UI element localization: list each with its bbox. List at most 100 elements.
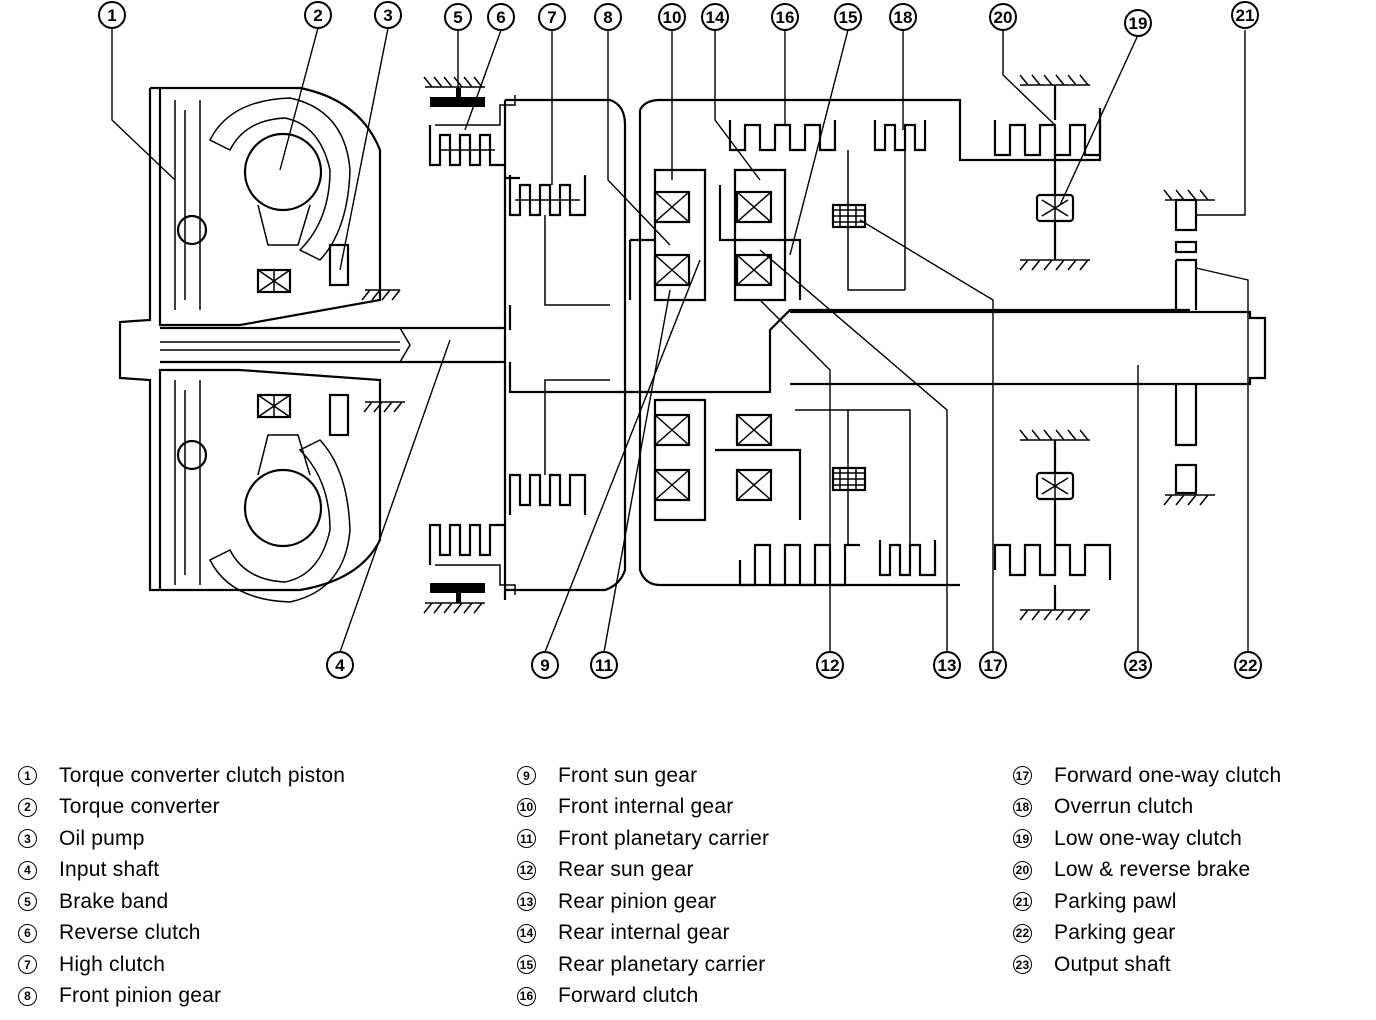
legend-number: 15 (517, 955, 536, 975)
legend-number: 11 (517, 829, 536, 849)
callout-number: 15 (839, 8, 858, 27)
callout-number: 19 (1129, 14, 1148, 33)
legend-label: Overrun clutch (1054, 795, 1194, 819)
callout-6: 6 (487, 3, 515, 31)
legend-label: High clutch (59, 952, 166, 976)
callout-22: 22 (1234, 651, 1262, 679)
legend-item: 14 Rear internal gear (517, 918, 769, 950)
callout-14: 14 (701, 3, 729, 31)
callout-number: 8 (603, 8, 612, 27)
legend-item: 21 Parking pawl (1013, 886, 1281, 918)
input-shaft (160, 100, 507, 600)
legend-label: Parking pawl (1054, 889, 1177, 913)
legend-label: Rear sun gear (558, 858, 694, 882)
callout-12: 12 (816, 651, 844, 679)
torque-converter (118, 86, 405, 603)
callout-number: 5 (453, 8, 462, 27)
high-clutch (508, 175, 610, 515)
callout-21: 21 (1231, 1, 1259, 29)
legend-label: Rear internal gear (558, 921, 730, 945)
legend-number: 7 (18, 955, 37, 975)
callout-number: 10 (663, 8, 682, 27)
callout-number: 2 (313, 6, 322, 25)
callout-number: 13 (938, 656, 957, 675)
legend-label: Low & reverse brake (1054, 858, 1251, 882)
callout-13: 13 (933, 651, 961, 679)
legend-column-1: 1 Torque converter clutch piston 2 Torque c… (18, 760, 345, 1012)
callout-number: 7 (547, 8, 556, 27)
legend-number: 18 (1013, 797, 1032, 817)
legend-label: Front planetary carrier (558, 826, 770, 850)
legend-item: 7 High clutch (18, 949, 345, 981)
legend-label: Rear pinion gear (558, 889, 717, 913)
callout-7: 7 (538, 3, 566, 31)
legend-number: 16 (517, 986, 536, 1006)
legend-number: 14 (517, 923, 536, 943)
legend-number: 12 (517, 860, 536, 880)
leader-lines (111, 27, 1249, 653)
legend-label: Reverse clutch (59, 921, 201, 945)
legend-item: 11 Front planetary carrier (517, 823, 769, 855)
callout-5: 5 (444, 3, 472, 31)
legend-item: 18 Overrun clutch (1013, 792, 1281, 824)
low-one-way-clutch (1019, 155, 1090, 545)
legend-number: 9 (517, 766, 536, 786)
callout-number: 16 (776, 8, 795, 27)
legend-number: 23 (1013, 955, 1032, 975)
callout-23: 23 (1124, 651, 1152, 679)
legend-number: 6 (18, 923, 37, 943)
front-planetary-set (628, 168, 707, 522)
callout-number: 12 (821, 656, 840, 675)
callout-number: 9 (540, 656, 549, 675)
legend-label: Front sun gear (558, 763, 698, 787)
legend-item: 9 Front sun gear (517, 760, 769, 792)
callout-15: 15 (834, 3, 862, 31)
callout-2: 2 (304, 1, 332, 29)
legend-number: 1 (18, 766, 37, 786)
legend-number: 8 (18, 986, 37, 1006)
legend-item: 15 Rear planetary carrier (517, 949, 769, 981)
callout-number: 23 (1129, 656, 1148, 675)
legend-number: 21 (1013, 892, 1032, 912)
brake-band (423, 76, 485, 614)
legend-label: Front internal gear (558, 795, 734, 819)
parking-gear (1163, 258, 1215, 506)
legend-label: Brake band (59, 889, 169, 913)
callout-11: 11 (590, 651, 618, 679)
legend-number: 5 (18, 892, 37, 912)
legend-number: 2 (18, 797, 37, 817)
callout-17: 17 (979, 651, 1007, 679)
callout-number: 1 (107, 6, 116, 25)
legend-label: Rear planetary carrier (558, 952, 766, 976)
legend-label: Output shaft (1054, 952, 1171, 976)
parking-pawl (1163, 189, 1215, 254)
legend-label: Torque converter (59, 795, 220, 819)
callout-number: 17 (984, 656, 1003, 675)
reverse-clutch (428, 95, 516, 595)
legend-label: Oil pump (59, 826, 145, 850)
overrun-clutch (795, 120, 937, 577)
legend-label: Front pinion gear (59, 984, 222, 1008)
callout-9: 9 (531, 651, 559, 679)
callout-10: 10 (658, 3, 686, 31)
legend-label: Torque converter clutch piston (59, 763, 346, 787)
callout-number: 3 (383, 6, 392, 25)
callout-number: 6 (496, 8, 505, 27)
callout-4: 4 (326, 651, 354, 679)
forward-clutch (728, 120, 905, 587)
legend-item: 12 Rear sun gear (517, 855, 769, 887)
callout-number: 22 (1239, 656, 1258, 675)
legend-label: Forward one-way clutch (1054, 763, 1282, 787)
callout-3: 3 (374, 1, 402, 29)
clutch-drum (505, 98, 1102, 592)
